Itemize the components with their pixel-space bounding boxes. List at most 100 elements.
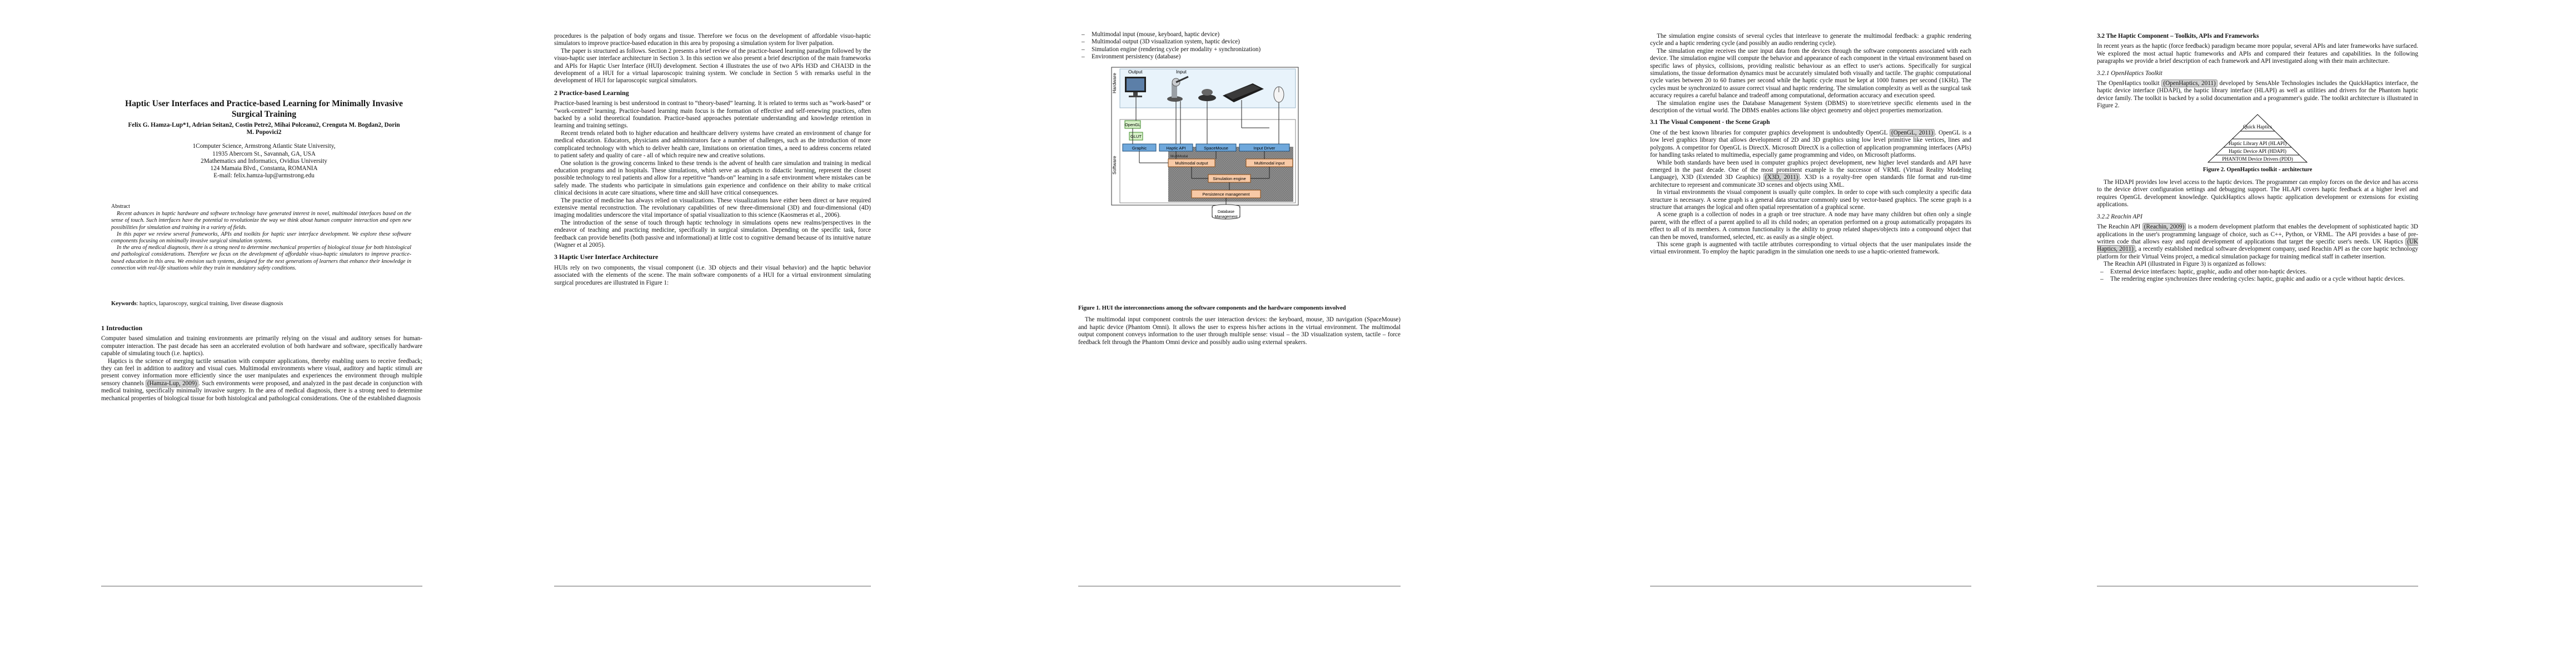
driver-label: SpaceMouse [1204,146,1228,151]
paragraph: procedures is the palpation of body orga… [554,33,871,47]
input-label: Input [1176,69,1187,74]
paragraph: The simulation engine consists of severa… [1650,33,1971,47]
section-heading: 1 Introduction [101,324,143,332]
affiliation-line: 1Computer Science, Armstrong Atlantic St… [192,143,336,150]
hardware-label: Hardware [1112,73,1117,93]
monitor-icon [1125,77,1146,97]
pyramid-layer: Haptic Device API (HDAPI) [2229,148,2286,154]
pyramid-layer: Quick Haptics [2243,124,2272,130]
list-item: Multimodal input (mouse, keyboard, hapti… [1078,31,1401,39]
reachin-list: External device interfaces: haptic, grap… [2097,268,2418,283]
page-4: The simulation engine consists of severa… [1546,0,2061,667]
paragraph: In virtual environments the visual compo… [1650,189,1971,211]
citation[interactable]: (OpenGL, 2011) [1889,128,1935,137]
abstract-paragraph: In this paper we review several framewor… [111,231,411,245]
author-block: Felix G. Hamza-Lup*1, Adrian Seitan2, Co… [125,122,403,180]
driver-row: Graphic Haptic API SpaceMouse Input Driv… [1122,143,1290,152]
column: Figure 1. HUI the interconnections among… [1078,305,1401,346]
list-item: Environment persistency (database) [1078,53,1401,61]
paragraph: HUIs rely on two components, the visual … [554,264,871,286]
paragraph: The Reachin API (Reachin, 2009) is a mod… [2097,223,2419,260]
page-5: 3.2 The Haptic Component – Toolkits, API… [2061,0,2576,667]
mouse-icon [1273,86,1284,103]
paragraph: While both standards have been used in c… [1650,159,1972,188]
multimodal-output-label: Multimodal output [1175,161,1208,166]
database-label-1: Database [1218,210,1234,214]
column: 3.2 The Haptic Component – Toolkits, API… [2097,33,2418,283]
pyramid-layer: PHANTOM Device Drivers (PDD) [2222,156,2293,162]
list-item: Simulation engine (rendering cycle per m… [1078,46,1401,54]
column: procedures is the palpation of body orga… [554,33,871,287]
author-names: Felix G. Hamza-Lup*1, Adrian Seitan2, Co… [128,122,400,136]
connector-lines [1132,97,1279,207]
paragraph: The paper is structured as follows. Sect… [554,47,871,84]
list-item: The rendering engine synchronizes three … [2097,276,2418,283]
column: Multimodal input (mouse, keyboard, hapti… [1078,31,1401,61]
pyramid-outline [2207,113,2308,163]
paragraph: The OpenHaptics toolkit (OpenHaptics, 20… [2097,79,2419,109]
paragraph: This scene graph is augmented with tacti… [1650,241,1971,256]
column: The simulation engine consists of severa… [1650,33,1971,256]
pyramid-layer: Haptic Library API (HLAPI) [2229,141,2286,146]
figure-1-caption: Figure 1. HUI the interconnections among… [1078,305,1346,311]
paragraph: Computer based simulation and training e… [101,335,422,357]
abstract: Abstract Recent advances in haptic hardw… [111,203,411,272]
subsection-heading: 3.2.2 Reachin API [2097,213,2142,220]
keywords-text: : haptics, laparoscopy, surgical trainin… [136,301,283,307]
figure-2-pyramid: Quick Haptics Haptic Library API (HLAPI)… [2207,113,2308,163]
simulation-engine-label: Simulation engine [1213,176,1246,181]
paper-title: Haptic User Interfaces and Practice-base… [125,99,403,119]
driver-label: Input Driver [1254,146,1275,151]
persistence-label: Persistence management [1202,192,1250,197]
keywords: Keywords: haptics, laparoscopy, surgical… [111,301,411,307]
glut-label: GLUT [1130,134,1142,139]
list-item: Multimodal output (3D visualization syst… [1078,38,1401,46]
section-heading: 3 Haptic User Interface Architecture [554,253,659,261]
subsection-heading: 3.2.1 OpenHaptics Toolkit [2097,69,2163,77]
haptic-device-icon [1167,76,1189,102]
database-icon [1212,204,1240,220]
driver-label: Haptic API [1166,146,1185,151]
page-2: procedures is the palpation of body orga… [515,0,1030,667]
paragraph: The multimodal input component controls … [1078,316,1401,346]
multimodal-label: MultiModal [1170,155,1188,158]
citation[interactable]: (X3D, 2011) [1763,173,1800,182]
output-label: Output [1128,69,1143,74]
abstract-paragraph: Recent advances in haptic hardware and s… [111,211,411,231]
database-label-2: Management [1215,215,1238,219]
paragraph: One of the best known libraries for comp… [1650,128,1972,159]
affiliation-line: 2Mathematics and Informatics, Ovidius Un… [201,157,327,165]
figure-1-architecture: Hardware Software Output Input [1111,67,1299,220]
affiliation-line: E-mail: felix.hamza-lup@armstrong.edu [213,172,315,180]
citation[interactable]: (Reachin, 2009) [2142,223,2186,231]
abstract-paragraph: In the area of medical diagnosis, there … [111,245,411,271]
paragraph: Recent trends related both to higher edu… [554,130,871,160]
opengl-label: OpenGL [1125,122,1140,127]
component-list: Multimodal input (mouse, keyboard, hapti… [1078,31,1401,61]
driver-label: Graphic [1132,146,1147,151]
section-heading: 3.1 The Visual Component - the Scene Gra… [1650,119,1770,126]
section-heading: 3.2 The Haptic Component – Toolkits, API… [2097,33,2259,39]
affiliation-line: 11935 Abercorn St., Savannah, GA, USA [212,150,316,157]
paragraph: The introduction of the sense of touch t… [554,219,871,248]
paragraph: In recent years as the haptic (force fee… [2097,43,2418,65]
column: 1 Introduction Computer based simulation… [101,320,422,402]
paragraph: The simulation engine receives the user … [1650,47,1971,99]
abstract-label: Abstract [111,203,130,210]
paragraph: The Reachin API (illustrated in Figure 3… [2104,261,2266,268]
figure-2-caption: Figure 2. OpenHaptics toolkit - architec… [2203,166,2313,173]
paragraph: The HDAPI provides low level access to t… [2097,179,2418,208]
paragraph: The simulation engine uses the Database … [1650,99,1971,115]
citation[interactable]: (OpenHaptics, 2011) [2161,79,2218,88]
page-3: Multimodal input (mouse, keyboard, hapti… [1030,0,1546,667]
paragraph: Haptics is the science of merging tactil… [101,357,422,402]
affiliation-line: 124 Mamaia Blvd., Constanta, ROMANIA [210,165,318,172]
paragraph: Practice-based learning is best understo… [554,100,871,130]
multimodal-input-label: Multimodal input [1254,161,1285,166]
list-item: External device interfaces: haptic, grap… [2097,268,2418,276]
hardware-region [1119,68,1296,108]
paragraph: One solution is the growing concerns lin… [554,160,871,197]
page-1: Haptic User Interfaces and Practice-base… [0,0,515,667]
citation[interactable]: (Hamza-Lup, 2009) [145,379,199,387]
keyboard-icon [1223,83,1264,102]
